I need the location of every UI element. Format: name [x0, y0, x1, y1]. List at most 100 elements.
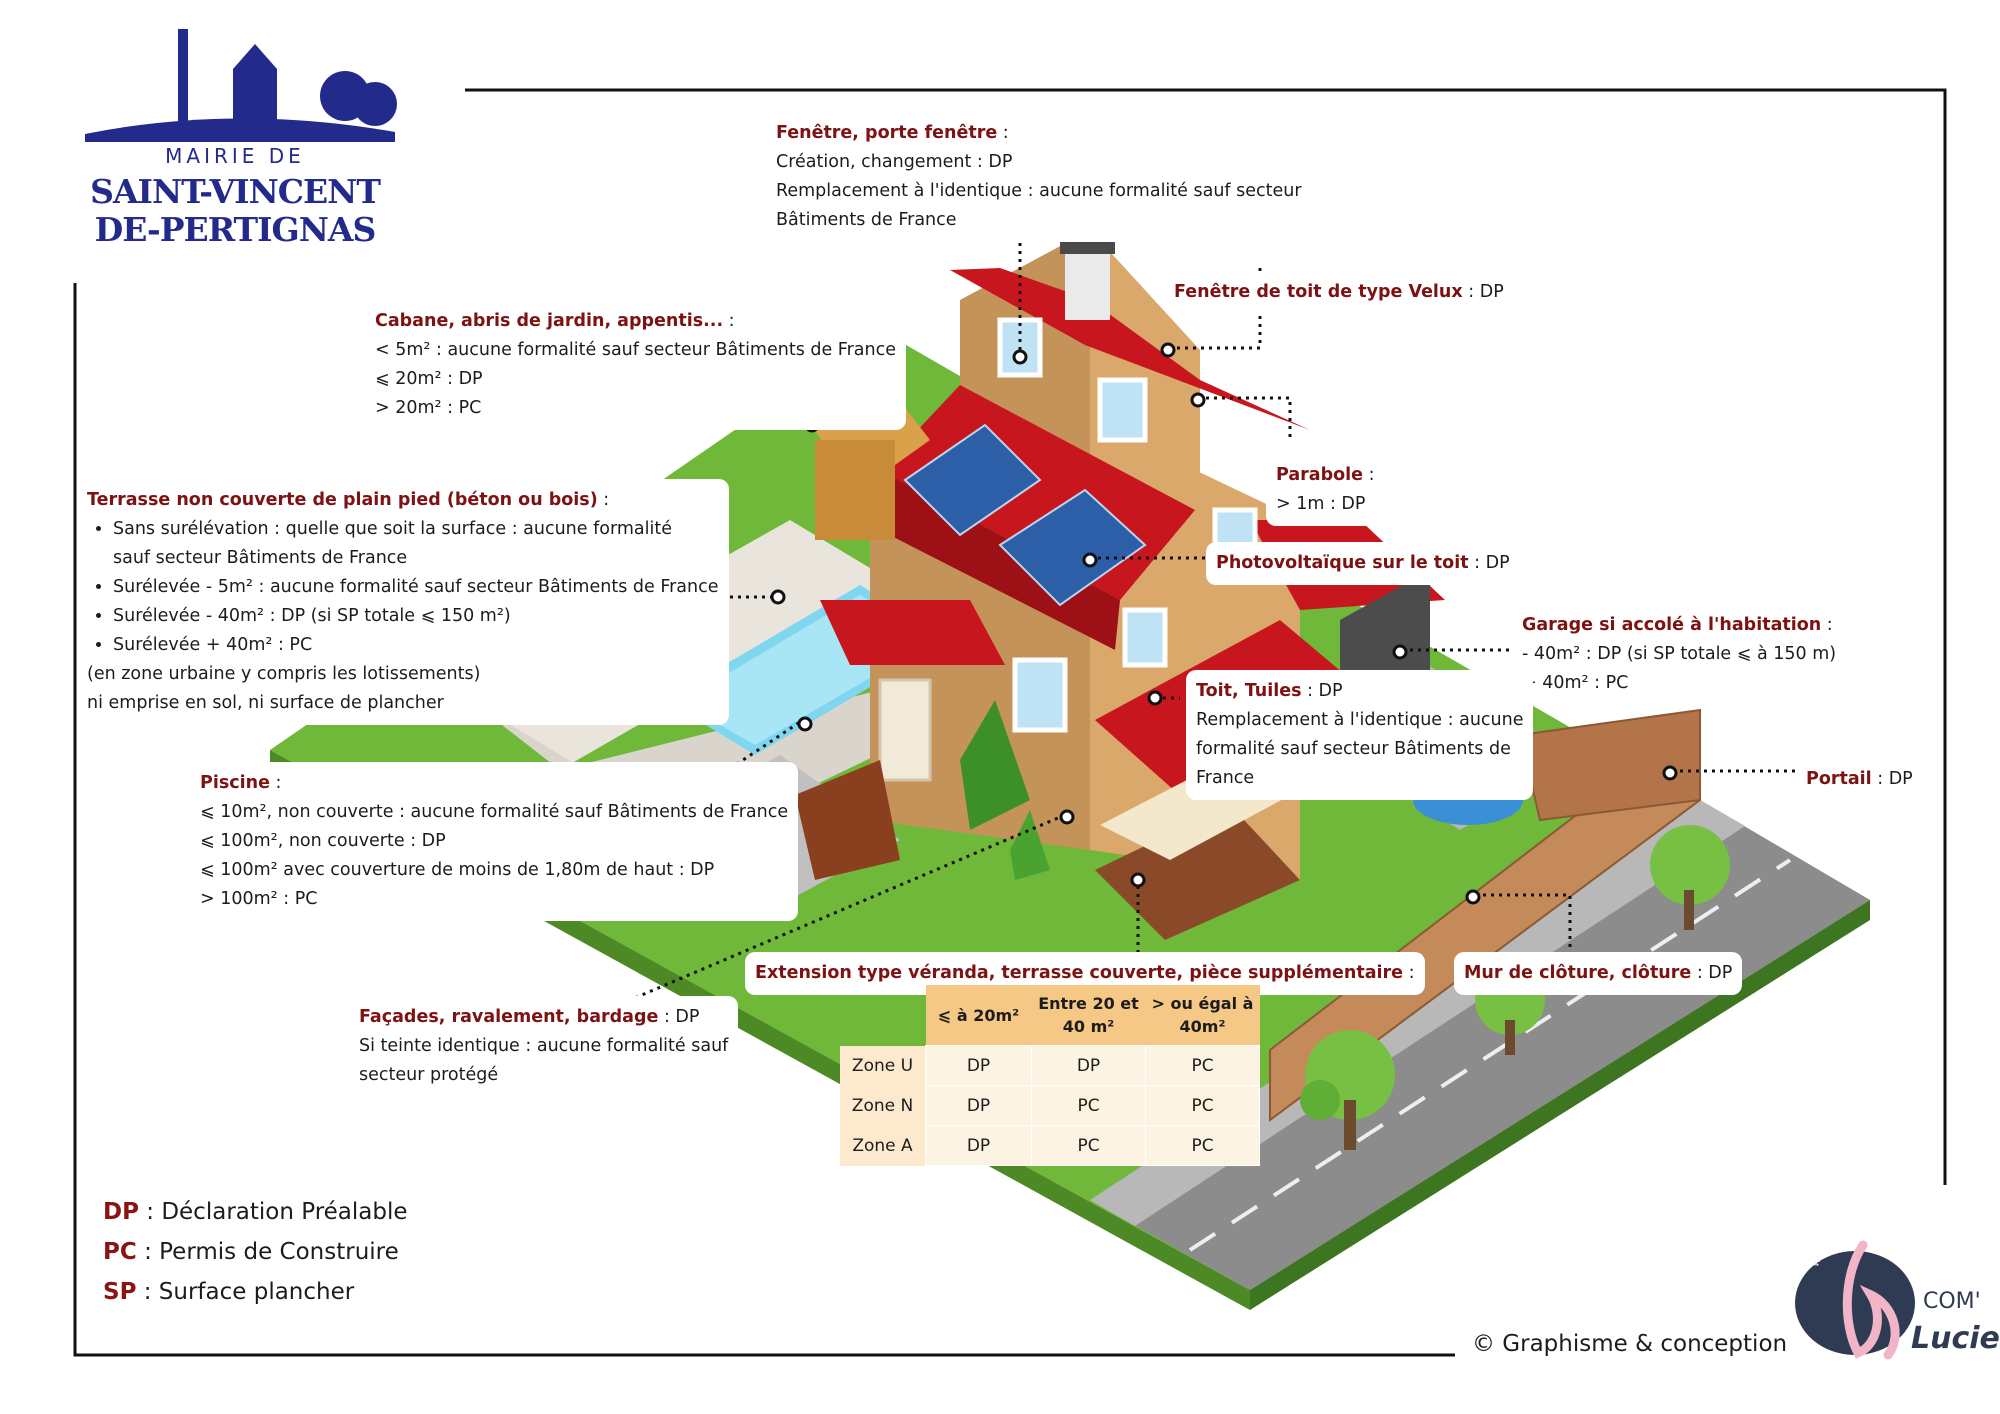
legend-abbr: PC: [103, 1239, 137, 1265]
callout-line: Bâtiments de France: [776, 210, 957, 230]
village-silhouette-icon: [85, 29, 397, 142]
badge-text-1: COM': [1923, 1289, 1981, 1314]
callout-toit: Toit, Tuiles : DP Remplacement à l'ident…: [1186, 670, 1534, 800]
legend-text: : Déclaration Préalable: [146, 1199, 408, 1225]
table-header-row: ⩽ à 20m² Entre 20 et 40 m² > ou égal à 4…: [840, 985, 1260, 1046]
callout-line: ⩽ 100m², non couverte : DP: [200, 831, 446, 851]
zone-label: Zone N: [840, 1085, 926, 1126]
callout-line: Création, changement : DP: [776, 152, 1013, 172]
legend-text: : Permis de Construire: [144, 1239, 399, 1265]
table-cell: DP: [925, 1085, 1032, 1126]
column-header: > ou égal à 40m²: [1145, 985, 1260, 1046]
callout-title: Fenêtre de toit de type Velux: [1174, 282, 1463, 302]
callout-line: ⩽ 10m², non couverte : aucune formalité …: [200, 802, 789, 822]
callout-list: Sans surélévation : quelle que soit la s…: [87, 515, 719, 660]
callout-title: Parabole: [1276, 465, 1364, 485]
callout-velux: Fenêtre de toit de type Velux : DP: [1164, 271, 1514, 314]
table-cell: PC: [1031, 1125, 1146, 1166]
callout-title: Portail: [1806, 769, 1872, 789]
table-cell: PC: [1031, 1085, 1146, 1126]
callout-photovoltaique: Photovoltaïque sur le toit : DP: [1206, 542, 1520, 585]
callout-line: - 40m² : DP (si SP totale ⩽ à 150 m): [1522, 644, 1837, 664]
callout-title: Toit, Tuiles: [1196, 681, 1302, 701]
callout-parabole: Parabole : > 1m : DP: [1266, 454, 1385, 526]
table-row: Zone A DP PC PC: [840, 1125, 1260, 1166]
logo-line-3: DE-PERTIGNAS: [94, 210, 377, 249]
callout-line: > 100m² : PC: [200, 889, 318, 909]
callout-title: Extension type véranda, terrasse couvert…: [755, 963, 1404, 983]
leader-dots: [770, 342, 1678, 905]
callout-line: Remplacement à l'identique : aucune form…: [776, 181, 1302, 201]
callout-fenetre: Fenêtre, porte fenêtre : Création, chang…: [766, 112, 1312, 242]
legend-abbr: SP: [103, 1279, 137, 1305]
callout-line: France: [1196, 768, 1255, 788]
table-cell: PC: [1145, 1045, 1260, 1086]
callout-line: (en zone urbaine y compris les lotisseme…: [87, 664, 481, 684]
callout-cabane: Cabane, abris de jardin, appentis... : <…: [365, 300, 907, 430]
fence: [1269, 708, 1701, 1122]
callout-line: ⩽ 20m² : DP: [375, 369, 483, 389]
callout-line: ni emprise en sol, ni surface de planche…: [87, 693, 444, 713]
callout-title: Cabane, abris de jardin, appentis...: [375, 311, 724, 331]
legend-item: SP : Surface plancher: [103, 1272, 408, 1312]
callout-title: Terrasse non couverte de plain pied (bét…: [87, 490, 598, 510]
table-cell: DP: [1031, 1045, 1146, 1086]
callout-line: > 1m : DP: [1276, 494, 1366, 514]
callout-portail: Portail : DP: [1796, 758, 1923, 801]
badge-text-2: Lucie: [1911, 1321, 2000, 1356]
legend-item: DP : Déclaration Préalable: [103, 1192, 408, 1232]
callout-title: Photovoltaïque sur le toit: [1216, 553, 1469, 573]
callout-line: formalité sauf secteur Bâtiments de: [1196, 739, 1511, 759]
designer-badge: COM' Lucie Webdesigner / Graphiste: [1783, 1160, 2000, 1365]
table-cell: PC: [1145, 1085, 1260, 1126]
callout-value: DP: [1708, 963, 1733, 983]
mairie-logo: MAIRIE DE SAINT-VINCENT DE-PERTIGNAS: [55, 24, 415, 254]
column-header: ⩽ à 20m²: [925, 985, 1032, 1046]
legend: DP : Déclaration Préalable PC : Permis d…: [103, 1192, 408, 1312]
frame: [73, 88, 1947, 1357]
callout-title: Piscine: [200, 773, 270, 793]
legend-text: : Surface plancher: [143, 1279, 355, 1305]
callout-line: Si teinte identique : aucune formalité s…: [359, 1036, 729, 1056]
callout-facades: Façades, ravalement, bardage : DP Si tei…: [349, 996, 739, 1097]
callout-line: secteur protégé: [359, 1065, 499, 1085]
callout-title: Fenêtre, porte fenêtre: [776, 123, 998, 143]
table-cell: PC: [1145, 1125, 1260, 1166]
zone-table: ⩽ à 20m² Entre 20 et 40 m² > ou égal à 4…: [840, 985, 1260, 1166]
list-item: Sans surélévation : quelle que soit la s…: [113, 515, 693, 573]
callout-title: Garage si accolé à l'habitation: [1522, 615, 1822, 635]
callout-garage: Garage si accolé à l'habitation : - 40m²…: [1512, 604, 1847, 705]
callout-line: Remplacement à l'identique : aucune: [1196, 710, 1524, 730]
legend-item: PC : Permis de Construire: [103, 1232, 408, 1272]
list-item: Surélevée - 40m² : DP (si SP totale ⩽ 15…: [113, 602, 719, 631]
callout-value: DP: [675, 1007, 700, 1027]
table-cell: DP: [925, 1125, 1032, 1166]
zone-label: Zone U: [840, 1045, 926, 1086]
table-row: Zone U DP DP PC: [840, 1045, 1260, 1086]
list-item: Surélevée + 40m² : PC: [113, 631, 719, 660]
callout-value: DP: [1479, 282, 1504, 302]
logo-line-1: MAIRIE DE: [165, 144, 305, 168]
callout-terrasse: Terrasse non couverte de plain pied (bét…: [77, 479, 729, 725]
callout-piscine: Piscine : ⩽ 10m², non couverte : aucune …: [190, 762, 799, 921]
table-cell: DP: [925, 1045, 1032, 1086]
table-corner: [840, 985, 926, 1046]
callout-line: ⩽ 100m² avec couverture de moins de 1,80…: [200, 860, 715, 880]
callout-line: + 40m² : PC: [1522, 673, 1629, 693]
badge-logo-icon: [1795, 1240, 1915, 1360]
legend-abbr: DP: [103, 1199, 139, 1225]
column-header: Entre 20 et 40 m²: [1031, 985, 1146, 1046]
table-row: Zone N DP PC PC: [840, 1085, 1260, 1126]
callout-title: Mur de clôture, clôture: [1464, 963, 1692, 983]
callout-value: DP: [1888, 769, 1913, 789]
callout-line: < 5m² : aucune formalité sauf secteur Bâ…: [375, 340, 897, 360]
callout-mur: Mur de clôture, clôture : DP: [1454, 952, 1743, 995]
callout-value: DP: [1318, 681, 1343, 701]
list-item: Surélevée - 5m² : aucune formalité sauf …: [113, 573, 719, 602]
credit-text: © Graphisme & conception: [1466, 1331, 1794, 1357]
logo-line-2: SAINT-VINCENT: [90, 172, 381, 211]
zone-label: Zone A: [840, 1125, 926, 1166]
callout-value: DP: [1485, 553, 1510, 573]
callout-title: Façades, ravalement, bardage: [359, 1007, 659, 1027]
callout-line: > 20m² : PC: [375, 398, 482, 418]
